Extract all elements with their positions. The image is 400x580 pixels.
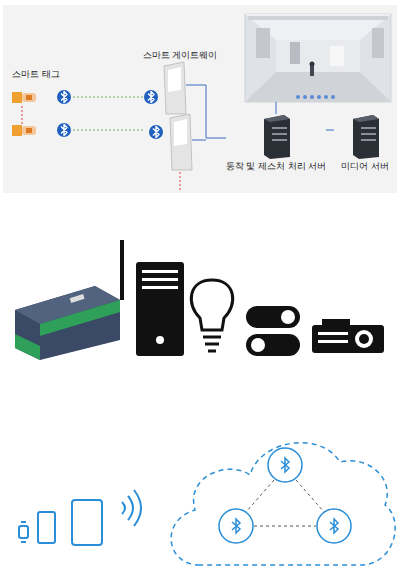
gateway-bluetooth (144, 90, 163, 139)
cloud-outline (171, 443, 395, 565)
network-connector (326, 130, 334, 131)
node-label: 동작 및 제스처 처리 서버 (226, 161, 327, 171)
icon-holder (260, 113, 292, 161)
smart-tag-icon (12, 90, 71, 104)
wireless-waves (122, 490, 141, 526)
server-box: 동작 및 제스처 처리 서버 (226, 113, 326, 188)
dotted-link (180, 172, 181, 192)
node-label: 미디어 서버 (341, 161, 389, 171)
icon-holder (349, 113, 381, 161)
mobile-devices (19, 500, 102, 545)
light-bulb (191, 280, 232, 351)
node-label: 스마트 게이트웨이 (143, 50, 218, 60)
gateway-group: 스마트 게이트웨이 (140, 50, 220, 175)
network-connector (220, 138, 226, 139)
kiosk-icon (170, 114, 192, 170)
switch-icon (246, 306, 300, 356)
computer-tower (136, 262, 184, 356)
network-wire (276, 102, 277, 114)
free-label: 스마트 태그 (12, 68, 60, 81)
projector-icon (312, 319, 384, 353)
server-icon (260, 113, 292, 159)
kiosk-icon (164, 62, 186, 114)
network-wire (192, 140, 206, 141)
wireless-link (73, 97, 143, 98)
server-box: 미디어 서버 (334, 113, 396, 188)
network-wire (186, 85, 220, 138)
dotted-link (22, 106, 23, 124)
virtual-showroom-screenshot (245, 14, 391, 102)
io-controller-board (15, 240, 122, 360)
wireless-link (73, 130, 143, 131)
bluetooth-mesh (219, 448, 351, 543)
smart-tag-icon (12, 123, 71, 137)
panel-background (3, 5, 397, 193)
server-icon (349, 113, 381, 159)
